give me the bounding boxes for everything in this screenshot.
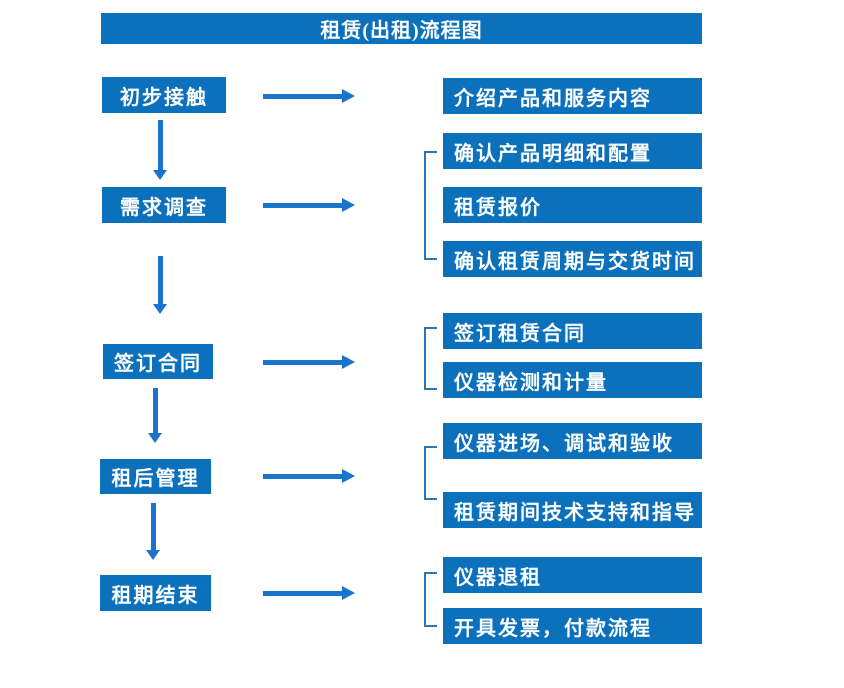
- arrow-shaft: [263, 203, 343, 208]
- detail-box-introduce-products-services: 介绍产品和服务内容: [443, 78, 702, 114]
- arrow-down-icon: [153, 120, 167, 180]
- arrow-head: [153, 170, 167, 180]
- arrow-head: [153, 304, 167, 314]
- arrow-shaft: [158, 120, 163, 170]
- arrow-shaft: [263, 360, 343, 365]
- detail-box-instrument-inspection-calibration: 仪器检测和计量: [443, 362, 702, 398]
- arrow-shaft: [263, 474, 343, 479]
- arrow-right-icon: [263, 355, 355, 369]
- arrow-head: [148, 433, 162, 443]
- detail-box-instrument-arrival-acceptance: 仪器进场、调试和验收: [443, 423, 702, 459]
- arrow-head: [342, 586, 355, 600]
- bracket-connector: [424, 446, 437, 500]
- step-box-lease-end: 租期结束: [100, 575, 211, 611]
- detail-box-invoice-payment-process: 开具发票，付款流程: [443, 608, 702, 644]
- detail-box-instrument-return: 仪器退租: [443, 557, 702, 593]
- bracket-connector: [424, 327, 437, 390]
- flowchart-title: 租赁(出租)流程图: [101, 13, 702, 44]
- arrow-shaft: [153, 388, 158, 433]
- arrow-right-icon: [263, 89, 355, 103]
- arrow-shaft: [263, 94, 343, 99]
- arrow-right-icon: [263, 469, 355, 483]
- detail-box-confirm-rental-period-delivery: 确认租赁周期与交货时间: [443, 241, 702, 277]
- step-box-post-lease-management: 租后管理: [100, 459, 211, 494]
- bracket-connector: [424, 151, 437, 260]
- detail-box-rental-tech-support: 租赁期间技术支持和指导: [443, 492, 702, 528]
- arrow-right-icon: [263, 586, 355, 600]
- step-box-initial-contact: 初步接触: [102, 77, 226, 113]
- arrow-shaft: [263, 591, 343, 596]
- arrow-head: [146, 550, 160, 560]
- arrow-down-icon: [148, 388, 162, 443]
- step-box-demand-survey: 需求调查: [102, 187, 226, 223]
- arrow-head: [342, 355, 355, 369]
- detail-box-confirm-product-details-config: 确认产品明细和配置: [443, 133, 702, 169]
- arrow-head: [342, 469, 355, 483]
- arrow-down-icon: [146, 503, 160, 560]
- detail-box-sign-rental-contract: 签订租赁合同: [443, 313, 702, 349]
- arrow-shaft: [158, 256, 163, 304]
- detail-box-rental-quote: 租赁报价: [443, 187, 702, 223]
- arrow-right-icon: [263, 198, 355, 212]
- arrow-shaft: [151, 503, 156, 550]
- arrow-head: [342, 89, 355, 103]
- arrow-down-icon: [153, 256, 167, 314]
- arrow-head: [342, 198, 355, 212]
- bracket-connector: [424, 572, 437, 627]
- step-box-sign-contract: 签订合同: [103, 344, 213, 379]
